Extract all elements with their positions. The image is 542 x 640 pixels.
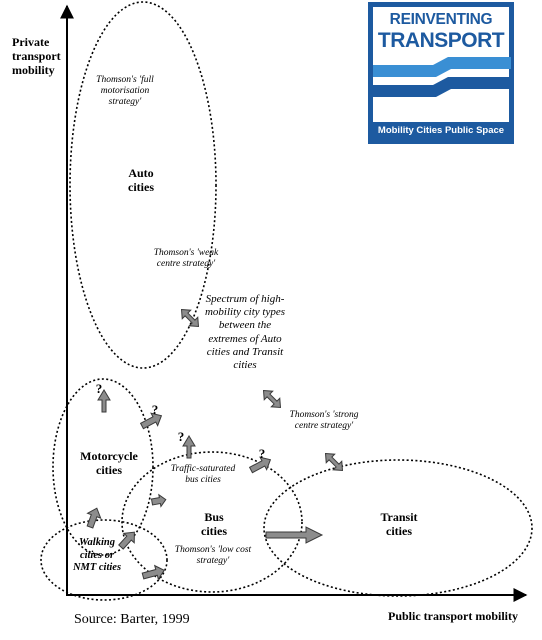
reinventing-transport-logo: REINVENTING TRANSPORT Mobility Cities Pu…: [368, 2, 514, 144]
x-axis-label: Public transport mobility: [388, 609, 519, 623]
bus-cities-ellipse: [121, 451, 303, 593]
logo-line2: TRANSPORT: [377, 29, 505, 52]
motorcycle-cities-label: Motorcycle cities: [80, 449, 138, 478]
spectrum-text: Spectrum of high-mobility city types bet…: [204, 293, 286, 371]
strong-centre-note: Thomson's 'strong centre strategy': [289, 410, 359, 431]
arrow-spectrum-strong: [262, 389, 282, 409]
transit-cities-label: Transit cities: [380, 510, 418, 539]
arrow-motorcycle-bus: [150, 493, 167, 508]
transit-cities-ellipse: [263, 459, 533, 597]
arrow-walking-bus-upper: [118, 531, 135, 550]
walking-cities-ellipse: [40, 519, 168, 601]
source-citation: Source: Barter, 1999: [74, 612, 190, 627]
auto-cities-label: Auto cities: [128, 166, 154, 195]
low-cost-note: Thomson's 'low cost strategy': [174, 545, 252, 566]
logo-tagline: Mobility Cities Public Space: [373, 122, 509, 139]
question-mark-bus-right: ?: [258, 446, 266, 461]
y-axis-label: Private transport mobility: [12, 35, 61, 77]
arrow-walking-motorcycle: [86, 507, 102, 529]
question-mark-motorcycle-up: ?: [95, 381, 103, 396]
question-mark-bus-up: ?: [177, 429, 185, 444]
logo-inner: REINVENTING TRANSPORT Mobility Cities Pu…: [373, 7, 511, 139]
question-mark-motorcycle-right: ?: [151, 402, 159, 417]
walking-cities-label: Walking cities or NMT cities: [72, 537, 122, 574]
arrow-auto-spectrum: [180, 308, 200, 328]
arrow-up-motorcycle: [97, 389, 111, 413]
arrow-strong-transit: [324, 452, 344, 472]
motorcycle-cities-ellipse: [52, 378, 154, 556]
traffic-saturated-note: Traffic-saturated bus cities: [170, 464, 236, 485]
weak-centre-note: Thomson's 'weak centre strategy': [153, 248, 219, 269]
arrow-walking-bus-lower: [141, 564, 165, 581]
arrow-bus-transit: [265, 526, 324, 544]
logo-line1: REINVENTING: [389, 11, 493, 28]
auto-cities-ellipse: [69, 1, 217, 369]
full-motorisation-note: Thomson's 'full motorisation strategy': [96, 75, 154, 107]
bus-cities-label: Bus cities: [201, 510, 227, 539]
arrow-bus-to-question: [248, 456, 272, 474]
arrow-motorcycle-to-question: [139, 412, 163, 430]
arrow-up-bus: [182, 435, 196, 459]
logo-wave-graphic: [373, 57, 511, 97]
